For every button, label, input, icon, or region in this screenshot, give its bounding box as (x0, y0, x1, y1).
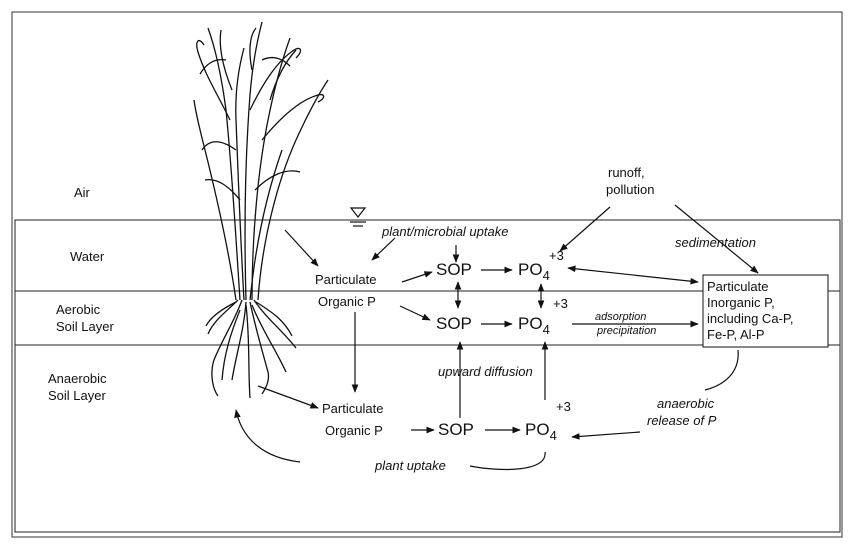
water-label: Water (70, 249, 104, 264)
arrow-particulate-to-sop (402, 272, 432, 282)
layers-box (15, 220, 840, 532)
anaerobic-label-1: Anaerobic (48, 371, 107, 386)
arrow-po4-inorganic (568, 268, 698, 282)
po4-aerobic: PO4 (518, 316, 550, 332)
adsorption-label: adsorption (595, 311, 646, 324)
po4-aerobic-charge: +3 (553, 296, 568, 311)
aerobic-label-2: Soil Layer (56, 319, 114, 334)
plant-uptake-label: plant uptake (375, 458, 446, 473)
water-level-icon (350, 208, 366, 226)
particulate-organic-upper-2: Organic P (318, 294, 376, 309)
precipitation-label: precipitation (597, 325, 656, 338)
aerobic-label-1: Aerobic (56, 302, 100, 317)
curve-uptake-to-plant (236, 410, 300, 462)
sop-anaerobic: SOP (438, 422, 474, 437)
curve-po4-to-uptake (470, 452, 545, 469)
arrow-runoff-to-po4 (560, 207, 610, 251)
anaerobic-label-2: Soil Layer (48, 388, 106, 403)
upward-diffusion-label: upward diffusion (438, 364, 533, 379)
runoff-label-2: pollution (606, 182, 654, 197)
anaerobic-release-label-2: release of P (647, 413, 716, 428)
air-label: Air (74, 185, 90, 200)
arrow-plant-to-particulate (285, 230, 318, 266)
arrow-release-to-po4 (572, 432, 640, 437)
sedimentation-label: sedimentation (675, 235, 756, 250)
rice-plant-icon (194, 22, 328, 398)
arrow-roots-to-particulate (258, 386, 318, 408)
inorganic-box-line-1: Particulate (707, 279, 768, 295)
sop-aerobic: SOP (436, 316, 472, 331)
particulate-organic-upper-1: Particulate (315, 272, 376, 287)
runoff-label-1: runoff, (608, 165, 645, 180)
po4-anaerobic: PO4 (525, 422, 557, 438)
sop-water: SOP (436, 262, 472, 277)
particulate-organic-lower-1: Particulate (322, 401, 383, 416)
curve-box-to-release (705, 350, 738, 390)
po4-anaerobic-charge: +3 (556, 399, 571, 414)
plant-microbial-uptake-label: plant/microbial uptake (382, 224, 508, 239)
arrow-particulate-to-sop-aerobic (400, 306, 430, 320)
arrow-uptake-to-particulate (372, 238, 395, 260)
anaerobic-release-label-1: anaerobic (657, 396, 714, 411)
particulate-organic-lower-2: Organic P (325, 423, 383, 438)
inorganic-box-line-4: Fe-P, Al-P (707, 327, 765, 343)
inorganic-box-line-2: Inorganic P, (707, 295, 775, 311)
po4-water-charge: +3 (549, 248, 564, 263)
po4-water: PO4 (518, 262, 550, 278)
inorganic-box-line-3: including Ca-P, (707, 311, 793, 327)
